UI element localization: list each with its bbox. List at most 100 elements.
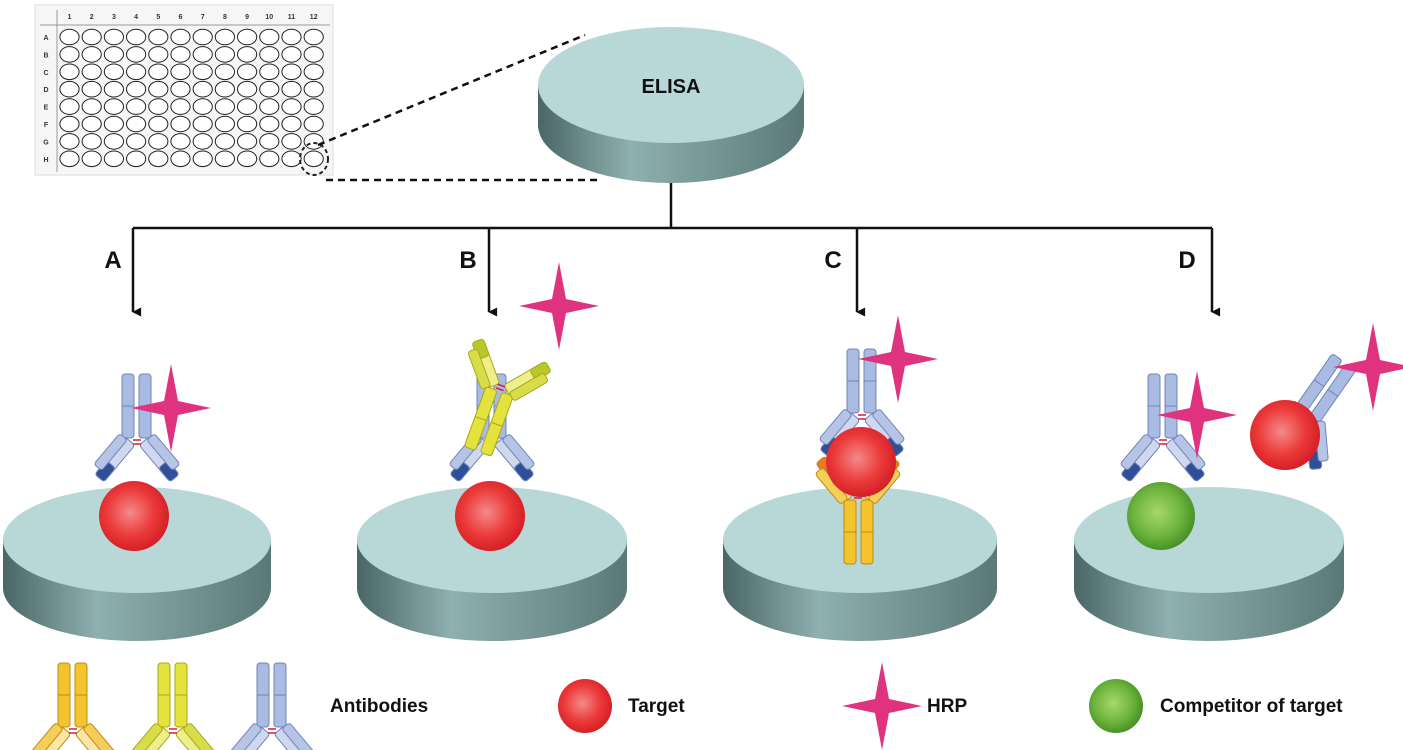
plate-well bbox=[59, 46, 80, 63]
panel-b bbox=[357, 262, 627, 641]
plate-well bbox=[103, 133, 125, 150]
panel-c bbox=[723, 315, 997, 641]
zoom-line-top bbox=[317, 33, 586, 147]
plate-well bbox=[192, 150, 213, 168]
plate-column-label: 9 bbox=[245, 14, 249, 21]
plate-well bbox=[303, 28, 324, 46]
plate-well bbox=[81, 150, 102, 168]
plate-well bbox=[126, 80, 147, 98]
plate-wells bbox=[59, 28, 324, 168]
plate-column-label: 2 bbox=[90, 14, 94, 21]
plate-well bbox=[148, 63, 169, 81]
plate-well bbox=[192, 115, 213, 133]
plate-row-label: B bbox=[43, 52, 48, 59]
plate-well bbox=[192, 133, 213, 150]
plate-well bbox=[148, 98, 169, 115]
plate-column-label: 6 bbox=[179, 14, 183, 21]
plate-well bbox=[237, 150, 258, 168]
plate-well bbox=[214, 80, 235, 98]
plate-well bbox=[81, 98, 102, 115]
panel-label-b: B bbox=[459, 247, 476, 274]
plate-well bbox=[126, 98, 147, 115]
plate-well bbox=[214, 46, 235, 63]
plate-column-label: 11 bbox=[288, 14, 296, 21]
plate-well bbox=[214, 115, 235, 133]
plate-column-label: 1 bbox=[68, 14, 72, 21]
plate-well bbox=[126, 133, 147, 150]
plate-well bbox=[148, 46, 169, 63]
plate-well bbox=[170, 46, 191, 63]
panel-label-d: D bbox=[1178, 247, 1195, 274]
plate-well bbox=[81, 133, 102, 150]
hrp-star-icon bbox=[519, 262, 599, 350]
target-icon bbox=[826, 427, 896, 497]
plate-well bbox=[148, 150, 169, 168]
plate-row-label: E bbox=[44, 105, 49, 112]
plate-well bbox=[103, 80, 125, 98]
legend-target-label: Target bbox=[628, 696, 685, 717]
plate-well bbox=[103, 115, 125, 133]
plate-column-label: 4 bbox=[134, 14, 138, 21]
elisa-label: ELISA bbox=[642, 76, 701, 98]
target-icon bbox=[455, 481, 525, 551]
plate-well bbox=[214, 63, 235, 81]
plate-well bbox=[59, 115, 80, 133]
plate-well bbox=[303, 46, 324, 63]
elisa-disk: ELISA bbox=[538, 27, 804, 183]
plate-well bbox=[81, 28, 102, 46]
plate-well bbox=[103, 63, 125, 81]
plate-well bbox=[170, 63, 191, 81]
plate-well bbox=[103, 150, 125, 168]
legend-target-icon bbox=[558, 679, 612, 733]
plate-well bbox=[148, 80, 169, 98]
plate-well bbox=[192, 28, 213, 46]
legend-antibodies-label: Antibodies bbox=[330, 696, 428, 717]
plate-well bbox=[192, 63, 213, 81]
plate-well bbox=[303, 98, 324, 115]
plate-well bbox=[303, 133, 324, 150]
plate-well bbox=[170, 115, 191, 133]
plate-well bbox=[259, 115, 280, 133]
plate-well bbox=[192, 98, 213, 115]
plate-well bbox=[303, 115, 324, 133]
plate-well bbox=[59, 98, 80, 115]
plate-well bbox=[170, 133, 191, 150]
target-icon bbox=[1250, 400, 1320, 470]
plate-well bbox=[281, 28, 302, 46]
plate-well bbox=[303, 80, 324, 98]
plate-well bbox=[170, 28, 191, 46]
plate-well bbox=[303, 63, 324, 81]
plate-well bbox=[170, 80, 191, 98]
plate-well bbox=[214, 28, 235, 46]
plate-well bbox=[237, 80, 258, 98]
panel-d bbox=[1074, 323, 1403, 641]
plate-well bbox=[259, 80, 280, 98]
legend-antibody-orange-icon bbox=[29, 662, 117, 750]
plate-well bbox=[237, 98, 258, 115]
plate-well bbox=[81, 63, 102, 81]
plate-well bbox=[281, 98, 302, 115]
legend: Antibodies Target HRP Competitor of targ… bbox=[29, 662, 1343, 750]
plate-well bbox=[59, 63, 80, 81]
panel-a bbox=[3, 364, 271, 641]
plate-well bbox=[281, 150, 302, 168]
plate-well bbox=[148, 133, 169, 150]
plate-well bbox=[237, 133, 258, 150]
plate-well bbox=[259, 98, 280, 115]
plate-column-label: 7 bbox=[201, 14, 205, 21]
plate-well bbox=[192, 46, 213, 63]
plate-well bbox=[259, 133, 280, 150]
legend-antibody-blue-icon bbox=[228, 662, 316, 750]
plate-well bbox=[281, 46, 302, 63]
hrp-star-icon bbox=[1333, 323, 1403, 411]
plate-well bbox=[59, 80, 80, 98]
legend-hrp-star-icon bbox=[842, 662, 922, 750]
plate-row-label: D bbox=[43, 87, 48, 94]
plate-column-label: 3 bbox=[112, 14, 116, 21]
legend-competitor-icon bbox=[1089, 679, 1143, 733]
competitor-icon bbox=[1127, 482, 1195, 550]
plate-well bbox=[237, 46, 258, 63]
plate-well bbox=[126, 63, 147, 81]
